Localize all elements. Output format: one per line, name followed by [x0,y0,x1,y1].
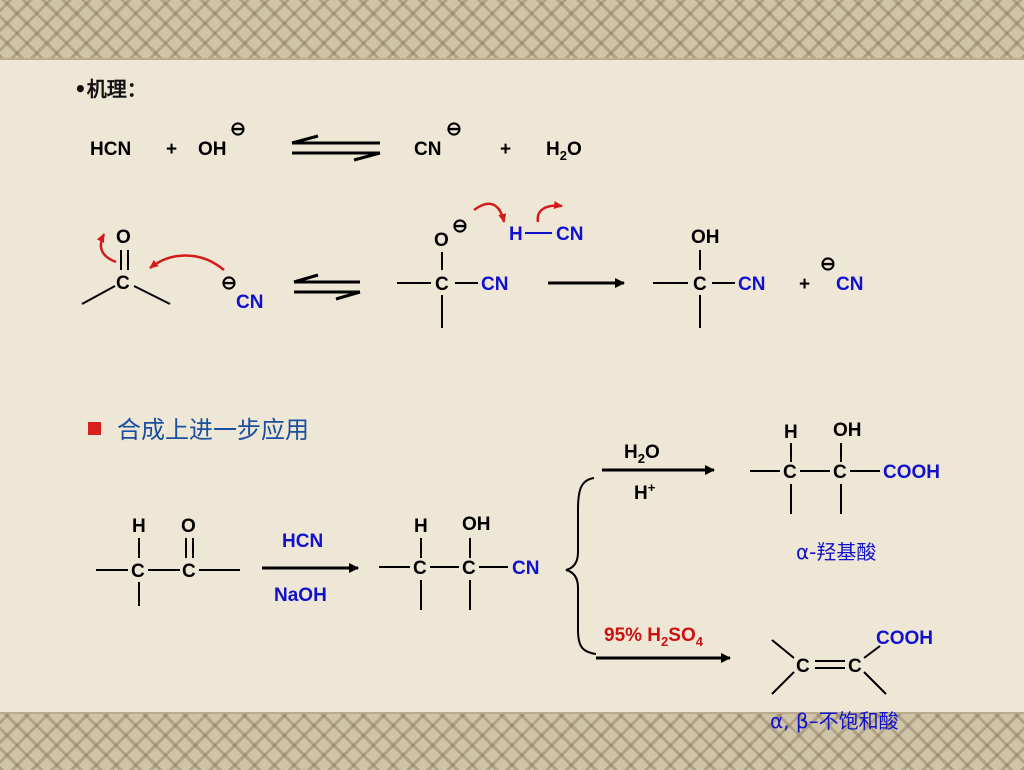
equilibrium-arrow-icon [293,273,361,301]
cyanide-nucleophile-label: CN [236,292,263,313]
mid-hydroxyl-label: OH [462,514,491,535]
unsaturated-acid-carboxyl-label: COOH [876,628,933,649]
addition-mechanism: O C ⊖ CN O ⊖ H CN C CN [81,201,863,328]
plus-sign: + [166,139,177,160]
top-decorative-band [0,0,1024,60]
hydroxy-acid-carboxyl-label: COOH [883,462,940,483]
hcn-label: HCN [90,139,131,160]
bond-break-arrow-icon [536,201,563,223]
hydroxide-label: OH [198,139,227,160]
cyanide-label: CN [414,139,441,160]
reagent-hcn-label: HCN [282,531,323,552]
upper-reagent-acid-label: H+ [634,480,656,504]
negative-charge-icon: ⊖ [452,216,468,237]
alpha-hydroxy-acid-label: α-羟基酸 [796,540,876,564]
hydroxy-acid-carbon-1-label: C [783,462,797,483]
hydroxy-acid-carbon-2-label: C [833,462,847,483]
equilibrium-1: HCN + OH ⊖ CN ⊖ + H2O [90,119,582,163]
start-carbon-2-label: C [182,561,196,582]
mid-hydrogen-label: H [414,516,428,537]
synthetic-application: H O C C HCN NaOH H OH C C CN H2O H+ [96,420,940,733]
branch-brace-icon [565,477,597,655]
negative-charge-icon: ⊖ [446,119,462,140]
unsaturated-acid-label: α, β–不饱和酸 [770,709,899,733]
water-label: H2O [546,139,582,163]
lower-reagent-sulfuric-label: 95% H2SO4 [604,625,704,649]
alkene-carbon-2-label: C [848,656,862,677]
hcn-cn-label: CN [556,224,583,245]
bullet-square-icon [88,422,101,435]
central-carbon-label: C [435,274,449,295]
hydroxyl-label: OH [691,227,720,248]
start-oxygen-label: O [181,516,196,537]
proton-transfer-arrow-icon [473,202,507,223]
plus-sign: + [799,274,810,295]
start-hydrogen-label: H [132,516,146,537]
alkoxide-oxygen-label: O [434,230,449,251]
plus-sign: + [500,139,511,160]
carbonyl-oxygen-label: O [116,227,131,248]
upper-reagent-water-label: H2O [624,442,660,466]
product-carbon-label: C [693,274,707,295]
hydroxy-acid-hydrogen-label: H [784,422,798,443]
product-nitrile-label: CN [738,274,765,295]
nucleophilic-attack-arrow-icon [149,254,225,271]
equilibrium-arrow-icon [291,134,381,162]
negative-charge-icon: ⊖ [820,254,836,275]
negative-charge-icon: ⊖ [221,273,237,294]
application-heading-text: 合成上进一步应用 [117,416,309,444]
hydroxy-acid-hydroxyl-label: OH [833,420,862,441]
negative-charge-icon: ⊖ [230,119,246,140]
mid-nitrile-label: CN [512,558,539,579]
alkene-carbon-1-label: C [796,656,810,677]
mid-carbon-2-label: C [462,558,476,579]
bottom-decorative-band [0,712,1024,770]
electron-push-arrow-icon [96,233,117,264]
hcn-hydrogen-label: H [509,224,523,245]
application-heading: 合成上进一步应用 [88,410,309,445]
mid-carbon-1-label: C [413,558,427,579]
start-carbon-1-label: C [131,561,145,582]
regenerated-cyanide-label: CN [836,274,863,295]
mechanism-heading: •机理： [74,77,147,101]
nitrile-label: CN [481,274,508,295]
reagent-naoh-label: NaOH [274,585,327,606]
carbonyl-carbon-label: C [116,273,130,294]
